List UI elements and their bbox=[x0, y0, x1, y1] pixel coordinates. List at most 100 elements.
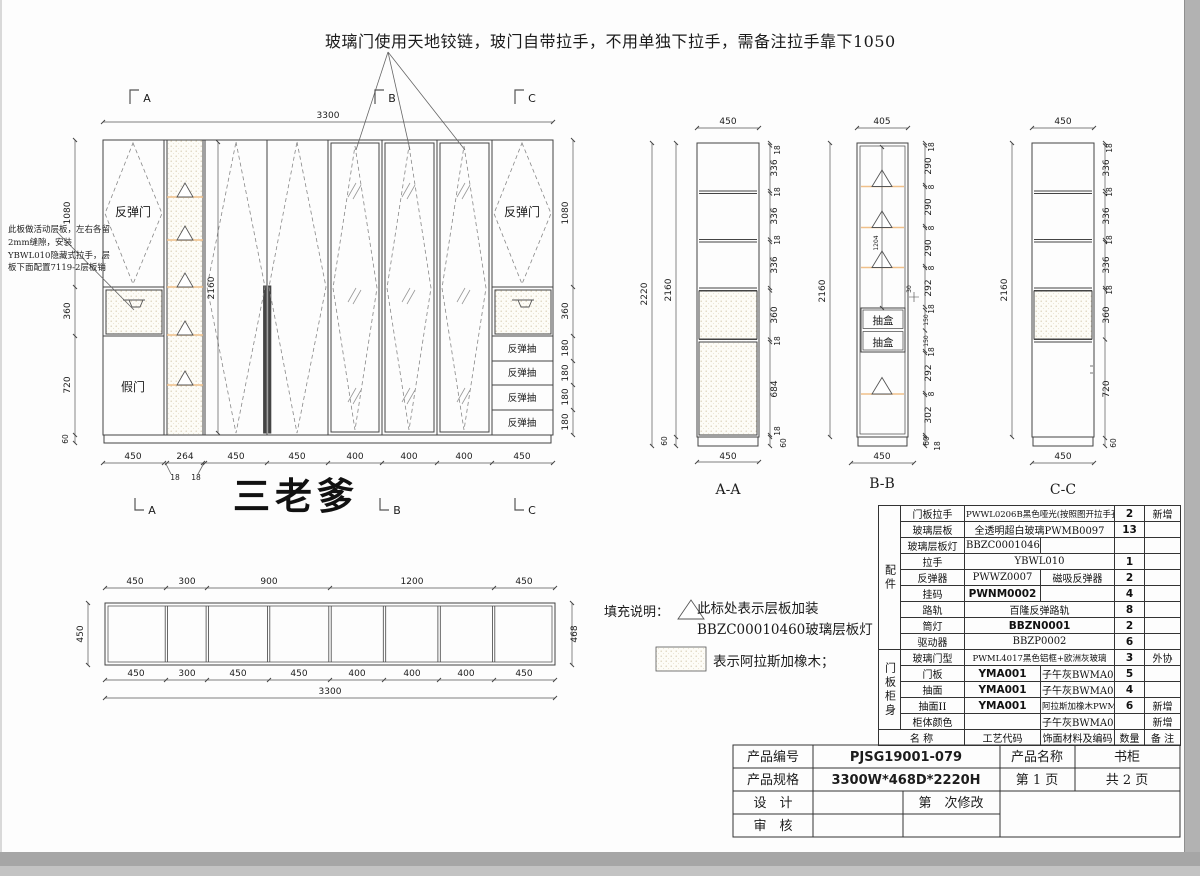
parts-cell bbox=[1144, 569, 1182, 586]
legend-shapes bbox=[655, 599, 707, 672]
door-handle bbox=[268, 285, 272, 434]
dim-label: 450 bbox=[127, 669, 144, 679]
parts-cell: PWWZ0007 bbox=[964, 569, 1041, 586]
parts-cell: 子午灰BWMA0025 bbox=[1039, 681, 1116, 698]
page-number: 第 1 页 bbox=[1016, 773, 1059, 788]
dim-label: 336 bbox=[1102, 207, 1112, 224]
legend-oak-note: 表示阿拉斯加橡木； bbox=[713, 654, 835, 670]
parts-cell bbox=[1144, 617, 1182, 634]
dim-label: 30 bbox=[906, 285, 913, 293]
dim-label: 8 bbox=[927, 391, 936, 396]
audit-label: 审 核 bbox=[753, 819, 792, 834]
legend-title: 填充说明： bbox=[604, 605, 670, 620]
dim-label: 18 bbox=[773, 426, 782, 436]
watermark: 三老爹 bbox=[233, 475, 359, 518]
section-marker-shapes bbox=[129, 89, 524, 511]
parts-cell: BBZP0002 bbox=[963, 633, 1116, 650]
parts-cell: YBWL010 bbox=[963, 553, 1116, 570]
parts-cell bbox=[1039, 537, 1116, 554]
page-edge-bottom bbox=[0, 852, 1200, 866]
parts-category-cell: 配件 bbox=[878, 505, 901, 650]
parts-cell: 外协 bbox=[1144, 649, 1182, 666]
dim-label: 450 bbox=[719, 452, 736, 462]
dim-label: 18 bbox=[933, 441, 942, 451]
dim-label: 2160 bbox=[664, 278, 674, 301]
parts-cell: 抽面 bbox=[900, 681, 965, 698]
parts-cell: BBZC00010460 bbox=[964, 537, 1041, 554]
parts-cell: PWML4017黑色铝框+欧洲灰玻璃 bbox=[963, 649, 1116, 666]
section-marker: B bbox=[388, 92, 396, 105]
product-no-value: PJSG19001-079 bbox=[850, 750, 962, 765]
dim-label: 360 bbox=[770, 306, 780, 323]
dim-label: 300 bbox=[178, 669, 195, 679]
parts-cell: 全透明超白玻璃PWMB0097 bbox=[963, 521, 1116, 538]
section-aa-dims bbox=[649, 125, 773, 465]
dim-label: 2220 bbox=[640, 282, 650, 305]
dim-label: 450 bbox=[229, 669, 246, 679]
parts-cell: PWNM0002 bbox=[964, 585, 1041, 602]
dim-label: 8 bbox=[927, 225, 936, 230]
page-edge-right bbox=[1184, 0, 1200, 876]
dim-label: 8 bbox=[927, 184, 936, 189]
dim-label: 360 bbox=[63, 302, 73, 319]
dim-label: 400 bbox=[400, 452, 417, 462]
section-title: A-A bbox=[715, 482, 742, 498]
main-dim-lines bbox=[72, 119, 576, 466]
parts-cell: 2 bbox=[1114, 569, 1146, 586]
dim-label: 400 bbox=[403, 669, 420, 679]
plan-dims bbox=[85, 585, 575, 701]
section-marker: B bbox=[393, 504, 401, 517]
dim-label: 18 bbox=[773, 235, 782, 245]
parts-cell: 百隆反弹路轨 bbox=[963, 601, 1116, 618]
section-marker: A bbox=[148, 504, 156, 517]
parts-cell bbox=[1144, 585, 1182, 602]
parts-cell: 6 bbox=[1114, 633, 1146, 650]
dim-label: 336 bbox=[1102, 256, 1112, 273]
parts-cell: 柜体颜色 bbox=[900, 713, 965, 730]
dim-label: 18 bbox=[1105, 187, 1114, 197]
parts-cell: 1 bbox=[1114, 553, 1146, 570]
parts-cell bbox=[1144, 553, 1182, 570]
dim-label: 2160 bbox=[818, 279, 828, 302]
dim-label: 18 bbox=[1105, 285, 1114, 295]
page-total: 共 2 页 bbox=[1106, 773, 1149, 788]
dim-label: 60 bbox=[660, 436, 669, 446]
dim-label: 18 bbox=[927, 142, 936, 152]
section-bb-dims bbox=[827, 125, 928, 466]
dim-label: 684 bbox=[770, 380, 780, 397]
parts-cell: PWWL0206B黑色哑光(按照图开拉手孔) bbox=[963, 505, 1116, 522]
dim-label: 180 bbox=[561, 339, 571, 356]
plan-lines bbox=[104, 602, 556, 666]
glass-marks bbox=[347, 182, 471, 405]
parts-cell: 名 称 bbox=[878, 729, 965, 746]
section-aa-lines bbox=[696, 142, 760, 447]
dim-label: 450 bbox=[126, 577, 143, 587]
dim-label: 450 bbox=[719, 117, 736, 127]
dim-label: 900 bbox=[260, 577, 277, 587]
drawer-label: 反弹抽 bbox=[508, 417, 537, 429]
parts-cell: YMA001 bbox=[964, 665, 1041, 682]
parts-row: 抽面IIYMA001阿拉斯加橡木PWMA01236新增 bbox=[879, 697, 1182, 714]
legend-line1: 此标处表示层板加装 bbox=[697, 601, 819, 617]
parts-cell: 饰面材料及编码 bbox=[1039, 729, 1116, 746]
parts-cell: BBZN0001 bbox=[963, 617, 1116, 634]
parts-cell: 反弹器 bbox=[900, 569, 965, 586]
parts-cell: 子午灰BWMA0025 bbox=[1039, 713, 1116, 730]
parts-cell: 驱动器 bbox=[900, 633, 965, 650]
dim-label: 18 bbox=[1105, 235, 1114, 245]
product-no-label: 产品编号 bbox=[747, 750, 799, 765]
dim-label: 18 bbox=[773, 336, 782, 346]
section-title: C-C bbox=[1050, 482, 1076, 498]
parts-cell: 3 bbox=[1114, 649, 1146, 666]
left-compartment bbox=[105, 289, 163, 335]
shelf-lights-bb bbox=[861, 169, 904, 395]
parts-cell bbox=[1114, 537, 1146, 554]
page-edge-left bbox=[0, 0, 2, 852]
dim-label: 18 bbox=[927, 304, 936, 314]
dim-label: 292 bbox=[924, 279, 934, 296]
